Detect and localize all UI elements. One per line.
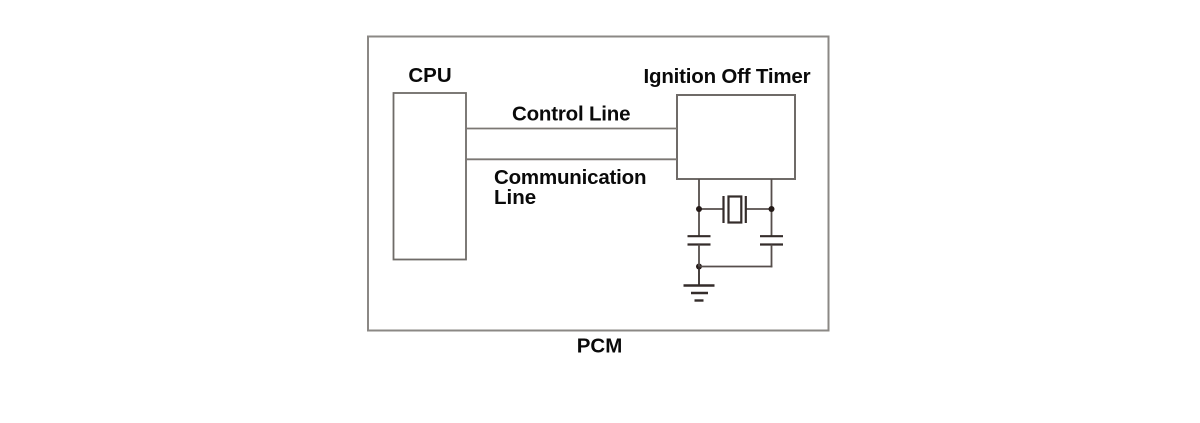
svg-text:CPU: CPU [408, 64, 451, 87]
svg-text:Communication: Communication [494, 166, 646, 189]
svg-text:Control Line: Control Line [512, 103, 630, 126]
svg-text:Line: Line [494, 186, 536, 209]
svg-text:Ignition Off Timer: Ignition Off Timer [644, 65, 811, 88]
svg-text:PCM: PCM [577, 335, 623, 358]
